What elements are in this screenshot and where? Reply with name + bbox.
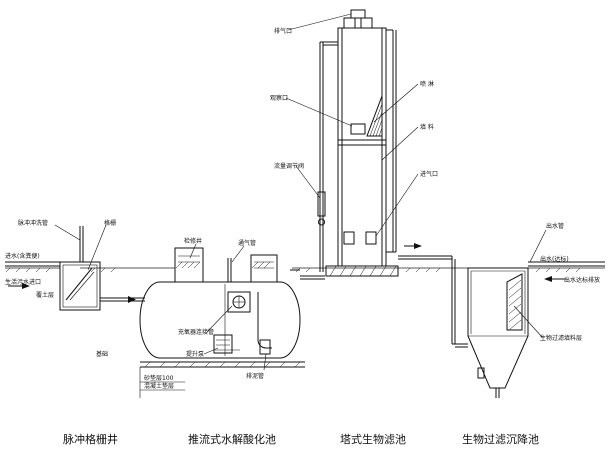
caption-hydrolysis-tank: 推流式水解酸化池 [188,432,276,446]
label-bio-filter-layer: 生物过滤填料层 [540,334,582,342]
label-sludge-discharge: 排泥管 [246,372,264,380]
label-outlet-to-river: 出水达标排放 [564,276,600,284]
label-soil-cover: 覆土层 [36,291,54,299]
label-lift-pump: 提升泵 [186,350,204,358]
label-flow-meter: 流量调节阀 [274,162,304,170]
label-spray: 喷 淋 [420,80,434,88]
label-outflow-pipe: 出水(达标) [540,255,569,263]
tower-biofilter [285,9,456,280]
annotation-labels: 排气口 观察口 喷 淋 填 料 流量调节阀 进气口 检修井 通气管 脉冲冲洗管 … [5,27,600,390]
label-inflow-pipe: 进水(含粪便) [5,252,40,260]
label-observation-port: 观察口 [270,94,288,102]
hydrolysis-tank [139,243,325,398]
caption-sedimentation-tank: 生物过滤沉降池 [462,432,539,446]
caption-tower-filter: 塔式生物滤池 [340,432,406,446]
unit-captions: 脉冲格栅井 推流式水解酸化池 塔式生物滤池 生物过滤沉降池 [63,432,539,446]
label-pulse-flush: 脉冲冲洗管 [18,219,48,227]
label-overflow: 出水管 [546,222,564,230]
label-vent-pipe: 通气管 [238,239,256,247]
label-cushion-100: 砂垫层100 [144,374,174,382]
label-concrete-cushion: 混凝土垫层 [144,382,174,390]
label-base: 基础 [96,350,108,358]
label-inlet-port: 进气口 [420,170,438,178]
label-inspection-well: 检修井 [184,237,202,245]
label-sewage-in: 生活污水进口 [5,278,41,286]
caption-grate-well: 脉冲格栅井 [63,432,118,446]
label-grate: 格栅 [104,219,116,227]
label-packing: 填 料 [420,123,434,131]
sedimentation-tank [451,229,605,398]
ground-surface [5,267,605,273]
label-aeration-pipe: 充氧器连接管 [178,328,214,336]
grate-well [5,224,145,311]
label-exhaust-port: 排气口 [274,27,292,35]
